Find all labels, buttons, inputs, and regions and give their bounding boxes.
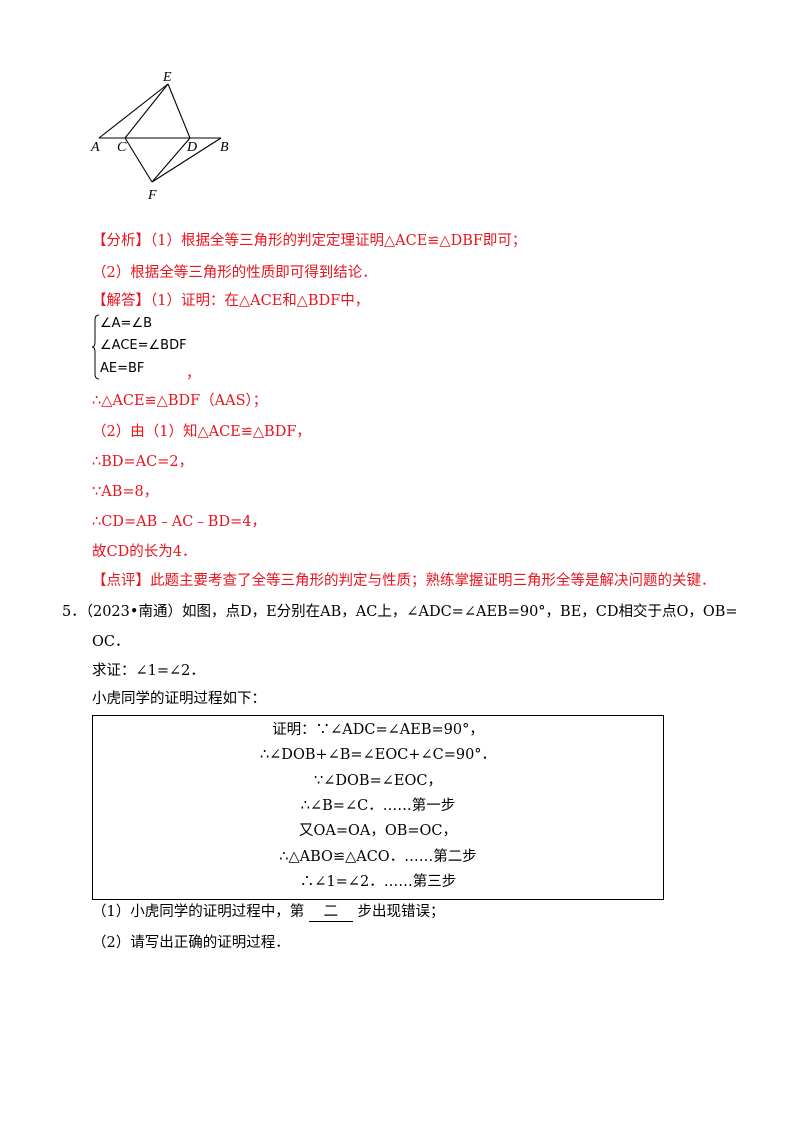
problem-5-line-1: 5．（2023•南通）如图，点D，E分别在AB，AC上，∠ADC=∠AEB=90… xyxy=(62,604,738,620)
equation-system: ∠A=∠B ∠ACE=∠BDF AE=BF xyxy=(92,314,202,380)
system-row-2: ∠ACE=∠BDF xyxy=(100,338,187,353)
proof-line-3: ∵∠DOB=∠EOC， xyxy=(314,773,442,789)
segment-bf xyxy=(151,137,222,183)
analysis-line-1: 【分析】（1）根据全等三角形的判定定理证明△ACE≌△DBF即可； xyxy=(92,233,527,249)
proof-line-1: 证明：∵∠ADC=∠AEB=90°， xyxy=(272,722,484,738)
label-f: F xyxy=(147,188,157,203)
answer-blank: 二 xyxy=(308,904,353,922)
label-a: A xyxy=(90,140,100,155)
review-tag: 【点评】 xyxy=(92,573,150,589)
solution-line-1: 【解答】（1）证明：在△ACE和△BDF中， xyxy=(92,293,370,309)
analysis-tag: 【分析】 xyxy=(92,233,150,249)
proof-line-5: 又OA=OA，OB=OC， xyxy=(298,823,458,839)
problem-5-intro: 小虎同学的证明过程如下： xyxy=(92,691,266,707)
left-brace xyxy=(92,314,100,380)
solution-line-6: ∴CD=AB﹣AC﹣BD=4， xyxy=(92,514,266,530)
label-c: C xyxy=(117,140,127,155)
system-row-1: ∠A=∠B xyxy=(100,316,153,331)
segment-df xyxy=(151,137,191,183)
solution-line-2: ∴△ACE≌△BDF（AAS）； xyxy=(92,393,268,409)
segment-ce xyxy=(124,83,169,139)
label-b: B xyxy=(220,140,229,155)
solution-line-5: ∵AB=8， xyxy=(92,484,159,500)
segment-ed xyxy=(167,83,191,139)
problem-number: 5． xyxy=(62,604,86,620)
label-e: E xyxy=(162,70,172,85)
proof-line-4: ∴∠B=∠C．……第一步 xyxy=(300,798,456,814)
proof-line-2: ∴∠DOB+∠B=∠EOC+∠C=90°． xyxy=(259,747,497,763)
segment-cf xyxy=(124,137,153,183)
question-1: （1）小虎同学的证明过程中，第 二 步出现错误； xyxy=(92,904,445,922)
system-row-3: AE=BF xyxy=(100,361,145,376)
analysis-line-2: （2）根据全等三角形的性质即可得到结论． xyxy=(92,265,377,281)
solution-tag: 【解答】 xyxy=(92,293,150,309)
proof-line-6: ∴△ABO≌△ACO．……第二步 xyxy=(279,849,477,865)
solution-line-4: ∴BD=AC=2， xyxy=(92,454,194,470)
problem-5-prove: 求证：∠1=∠2． xyxy=(92,663,205,679)
problem-5-line-2: OC． xyxy=(92,634,130,650)
geometry-figure: E A C D B F xyxy=(90,70,229,203)
solution-line-3: （2）由（1）知△ACE≌△BDF， xyxy=(92,424,311,440)
system-comma: ， xyxy=(186,366,201,382)
label-d: D xyxy=(186,140,197,155)
proof-box: 证明：∵∠ADC=∠AEB=90°， ∴∠DOB+∠B=∠EOC+∠C=90°．… xyxy=(92,715,664,900)
proof-line-7: ∴∠1=∠2．……第三步 xyxy=(299,874,457,890)
question-2: （2）请写出正确的证明过程． xyxy=(92,935,290,951)
review-line: 【点评】此题主要考查了全等三角形的判定与性质；熟练掌握证明三角形全等是解决问题的… xyxy=(92,573,716,589)
segment-ae xyxy=(98,83,169,139)
solution-line-7: 故CD的长为4． xyxy=(92,544,197,560)
